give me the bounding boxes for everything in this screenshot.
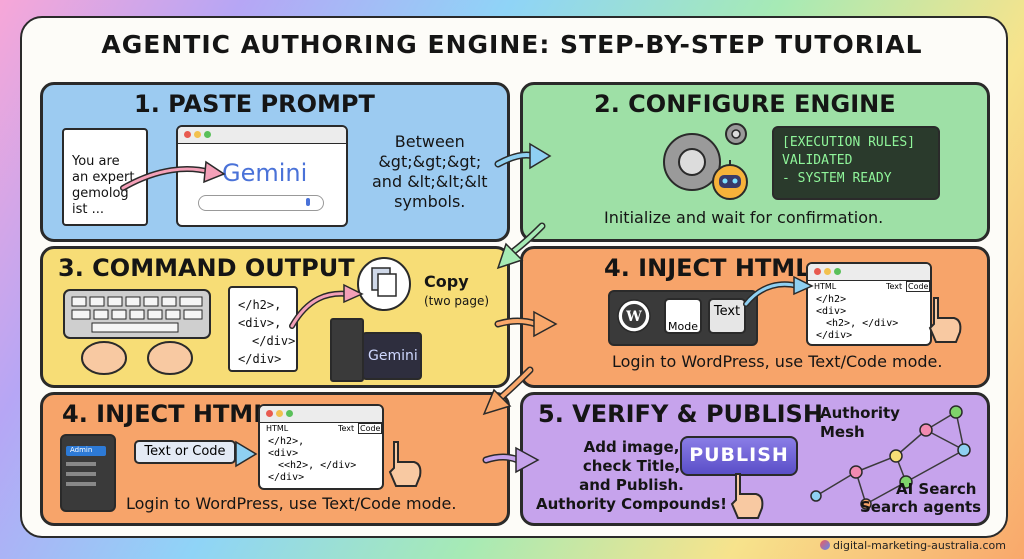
step-paste-title: 1. PASTE PROMPT <box>134 90 375 118</box>
code-line: </div> <box>238 352 282 366</box>
html-editor-window-a: HTML Text Code </h2> <div> <h2>, </div> … <box>806 262 932 346</box>
pointing-hand-icon <box>730 473 764 519</box>
inject-arrow-icon <box>743 275 814 307</box>
doc-line: You are <box>72 154 120 169</box>
flow-arrow-1-to-2-icon <box>494 142 552 170</box>
code-tab[interactable]: Code <box>358 423 382 434</box>
text-or-code-label: Text or Code <box>144 444 226 459</box>
editor-line: <div> <box>268 448 299 459</box>
editor-line: <div> <box>816 306 847 317</box>
doc-line: gemolog <box>72 186 129 201</box>
editor-code: </h2> <div> <h2>, </div> </div> <box>816 294 898 342</box>
execution-terminal: [EXECUTION RULES] VALIDATED - SYSTEM REA… <box>772 126 940 200</box>
step-inject-title-a: 4. INJECT HTML <box>604 254 811 282</box>
text-mode-button[interactable]: Text <box>708 298 746 334</box>
editor-code: </h2>, <div> <<h2>, </div> </div> <box>268 436 356 484</box>
editor-line: </div> <box>816 330 853 341</box>
instruction-line: Add image, <box>583 438 680 456</box>
pointing-hand-icon <box>388 441 422 487</box>
footer-url[interactable]: digital-marketing-australia.com <box>832 539 1006 552</box>
note-line: symbols. <box>394 192 466 211</box>
note-line: &gt;&gt;&gt; <box>378 152 482 171</box>
monitor-icon: Gemini <box>362 332 422 380</box>
flow-arrow-5-to-6-icon <box>482 446 540 474</box>
publish-button[interactable]: PUBLISH <box>680 436 798 476</box>
brand-logo-icon <box>819 540 830 550</box>
prompt-document: You are an expert gemolog ist ... <box>62 128 148 226</box>
code-output-document: </h2>, <div>, </div> </div> <box>228 286 298 372</box>
text-or-code-button[interactable]: Text or Code <box>134 440 236 464</box>
step-inject-title-b: 4. INJECT HTML <box>62 400 269 428</box>
delimiter-note: Between &gt;&gt;&gt; and &lt;&lt;&lt sym… <box>372 132 488 212</box>
flow-arrow-4-to-5-icon <box>482 366 534 416</box>
admin-label[interactable]: Admin <box>66 446 106 456</box>
mode-label: Mode <box>668 320 698 333</box>
copy-icon <box>357 257 411 311</box>
text-or-code-arrow-icon <box>235 440 258 468</box>
keyboard-icon <box>63 289 211 375</box>
configure-caption: Initialize and wait for confirmation. <box>604 208 884 227</box>
note-line: Between <box>394 132 465 151</box>
text-label: Text <box>713 304 741 319</box>
gemini-logo: Gemini <box>222 159 308 187</box>
mesh-label-line: Mesh <box>820 423 865 441</box>
gemini-prompt-input[interactable] <box>198 195 324 211</box>
browser-titlebar <box>178 127 346 144</box>
step-configure-title: 2. CONFIGURE ENGINE <box>594 90 896 118</box>
editor-line: </div> <box>268 472 305 483</box>
doc-line: ist ... <box>72 202 105 217</box>
instruction-line: check Title, <box>582 457 681 475</box>
flow-arrow-3-to-4-icon <box>494 310 558 338</box>
note-line: and &lt;&lt;&lt <box>372 172 488 191</box>
footer-credit: digital-marketing-australia.com <box>819 539 1006 552</box>
html-tab[interactable]: HTML <box>814 282 837 291</box>
page-title: AGENTIC AUTHORING ENGINE: STEP-BY-STEP T… <box>101 30 923 59</box>
html-tab[interactable]: HTML <box>266 424 289 433</box>
code-line: </h2>, <box>238 298 282 312</box>
mesh-label-line: Authority <box>820 404 900 422</box>
terminal-line: [EXECUTION RULES] <box>782 135 916 150</box>
doc-line: an expert <box>72 170 135 185</box>
gear-icon <box>663 123 747 191</box>
pointing-hand-icon <box>928 297 962 343</box>
flow-arrow-2-to-3-icon <box>496 222 546 270</box>
copy-arrow-icon <box>289 283 364 329</box>
copy-label: Copy <box>424 272 469 291</box>
tablet-admin-icon: Admin <box>60 434 116 512</box>
editor-line: <<h2>, </div> <box>278 460 357 471</box>
inject-caption-a: Login to WordPress, use Text/Code mode. <box>612 352 943 371</box>
step-command-title: 3. COMMAND OUTPUT <box>58 254 355 282</box>
inject-caption-b: Login to WordPress, use Text/Code mode. <box>126 494 457 513</box>
editor-line: </h2>, <box>268 436 305 447</box>
paste-arrow-icon <box>120 160 226 191</box>
terminal-line: - SYSTEM READY <box>782 171 892 186</box>
step-publish-title: 5. VERIFY & PUBLISH <box>538 400 823 428</box>
code-tab[interactable]: Code <box>906 281 930 292</box>
editor-line: <h2>, </div> <box>826 318 899 329</box>
text-tab[interactable]: Text <box>338 424 355 433</box>
step-configure-panel <box>520 82 990 242</box>
mode-button[interactable]: Mode <box>664 298 702 334</box>
instruction-line: Authority Compounds! <box>536 495 728 513</box>
html-editor-window-b: HTML Text Code </h2>, <div> <<h2>, </div… <box>258 404 384 490</box>
network-mesh-icon <box>810 405 971 510</box>
authority-mesh-label: Authority Mesh <box>820 404 900 442</box>
editor-titlebar <box>260 406 382 423</box>
robot-icon <box>712 160 748 200</box>
editor-line: </h2> <box>816 294 847 305</box>
instruction-line: and Publish. <box>579 476 684 494</box>
publish-instructions: Add image, check Title, and Publish. Aut… <box>536 438 727 514</box>
copy-sublabel: (two page) <box>424 294 490 308</box>
mic-icon[interactable] <box>306 198 310 206</box>
svg-text:W: W <box>625 309 642 325</box>
wordpress-logo-icon: W <box>617 299 651 333</box>
search-agents-label: Search agents <box>860 498 982 516</box>
code-line: </div> <box>252 334 296 348</box>
code-line: <div>, <box>238 316 282 330</box>
editor-titlebar <box>808 264 930 281</box>
gemini-monitor-label: Gemini <box>368 348 418 364</box>
text-tab[interactable]: Text <box>886 282 903 291</box>
ai-search-label: AI Search <box>896 480 977 498</box>
terminal-line: VALIDATED <box>782 153 853 168</box>
